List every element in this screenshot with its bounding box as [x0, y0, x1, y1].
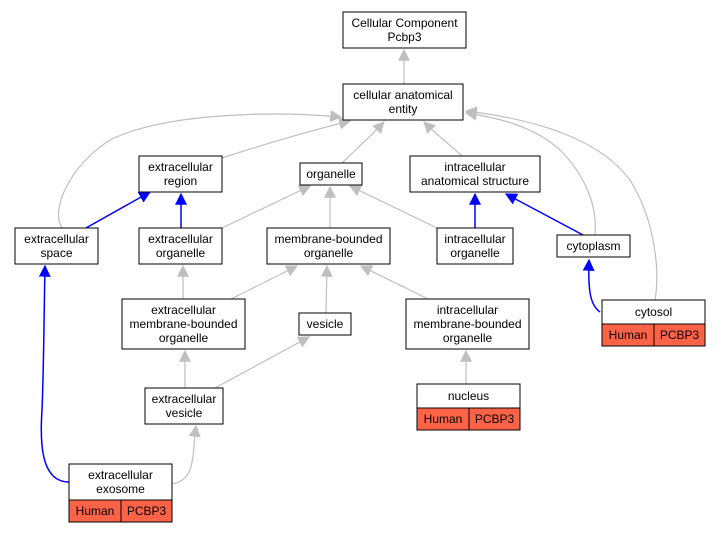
is-a-edge-21	[214, 336, 311, 389]
gene-tag-cell	[653, 323, 706, 347]
gene-tag: PCBP3	[127, 504, 167, 518]
part-of-edge-10	[504, 193, 584, 236]
species-tag: Human	[609, 328, 648, 342]
is-a-edge-18	[320, 264, 333, 314]
term-label-line: extracellular	[24, 232, 89, 246]
term-box	[266, 227, 391, 265]
term-label-line: extracellular	[148, 160, 213, 174]
part-of-edge-11	[582, 258, 601, 313]
term-label-line: organelle	[450, 246, 500, 260]
is-a-edge-3	[423, 121, 463, 157]
term-box	[405, 298, 530, 350]
term-label-line: vesicle	[307, 317, 344, 331]
term-box	[14, 227, 99, 265]
term-label-line: Cellular Component	[351, 16, 458, 30]
term-label-line: nucleus	[448, 389, 489, 403]
term-label-line: organelle	[443, 331, 493, 345]
term-label-line: cellular anatomical	[353, 88, 452, 102]
term-box	[556, 234, 631, 258]
term-label-line: cytosol	[635, 305, 672, 319]
is-a-edge-23	[171, 424, 201, 485]
term-node-ves[interactable]: vesicle	[298, 312, 352, 336]
term-label-line: extracellular	[148, 232, 213, 246]
term-box	[121, 298, 246, 350]
term-box	[416, 383, 521, 409]
term-label-line: Pcbp3	[387, 30, 421, 44]
term-box	[68, 463, 173, 501]
term-node-org[interactable]: organelle	[299, 162, 363, 186]
term-label-line: entity	[389, 102, 418, 116]
term-box	[298, 312, 352, 336]
gene-tag-cell	[120, 499, 173, 523]
term-label-line: organelle	[304, 246, 354, 260]
edge-layer	[38, 48, 658, 485]
is-a-edge-13	[221, 185, 312, 229]
is-a-edge-17	[230, 265, 299, 300]
term-box	[409, 155, 541, 193]
term-label-line: intracellular	[444, 232, 505, 246]
part-of-edge-7	[85, 191, 152, 229]
term-label-line: organelle	[156, 246, 206, 260]
term-label-line: extracellular	[151, 303, 216, 317]
term-label-line: exosome	[96, 482, 145, 496]
term-label-line: membrane-bounded	[129, 317, 237, 331]
term-box	[342, 11, 467, 49]
term-label-line: intracellular	[437, 303, 498, 317]
term-node-cyto[interactable]: cytoplasm	[556, 234, 631, 258]
term-label-line: extracellular	[88, 468, 153, 482]
term-label-line: organelle	[306, 167, 356, 181]
term-label-line: anatomical structure	[421, 174, 529, 188]
term-box	[601, 299, 706, 325]
part-of-edge-12	[38, 264, 70, 483]
is-a-edge-19	[359, 265, 429, 300]
term-box	[436, 227, 514, 265]
gene-tag: PCBP3	[475, 412, 515, 426]
term-label-line: membrane-bounded	[413, 317, 521, 331]
is-a-edge-5	[464, 108, 596, 236]
term-label-line: extracellular	[152, 392, 217, 406]
term-box	[138, 155, 223, 193]
gene-tag-cell	[468, 407, 521, 431]
species-tag: Human	[76, 504, 115, 518]
species-tag: Human	[424, 412, 463, 426]
is-a-edge-15	[348, 185, 438, 229]
term-label-line: cytoplasm	[566, 239, 620, 253]
term-box	[138, 227, 223, 265]
term-label-line: space	[40, 246, 72, 260]
term-box	[299, 162, 363, 186]
term-box	[342, 83, 464, 121]
term-label-line: intracellular	[444, 160, 505, 174]
is-a-edge-1	[221, 117, 352, 159]
term-label-line: membrane-bounded	[274, 232, 382, 246]
term-label-line: vesicle	[166, 406, 203, 420]
gene-tag: PCBP3	[660, 328, 700, 342]
is-a-edge-2	[341, 121, 385, 164]
is-a-edge-4	[57, 110, 343, 229]
is-a-edge-6	[464, 106, 658, 301]
term-label-line: organelle	[159, 331, 209, 345]
term-label-line: region	[164, 174, 197, 188]
term-box	[144, 387, 224, 425]
